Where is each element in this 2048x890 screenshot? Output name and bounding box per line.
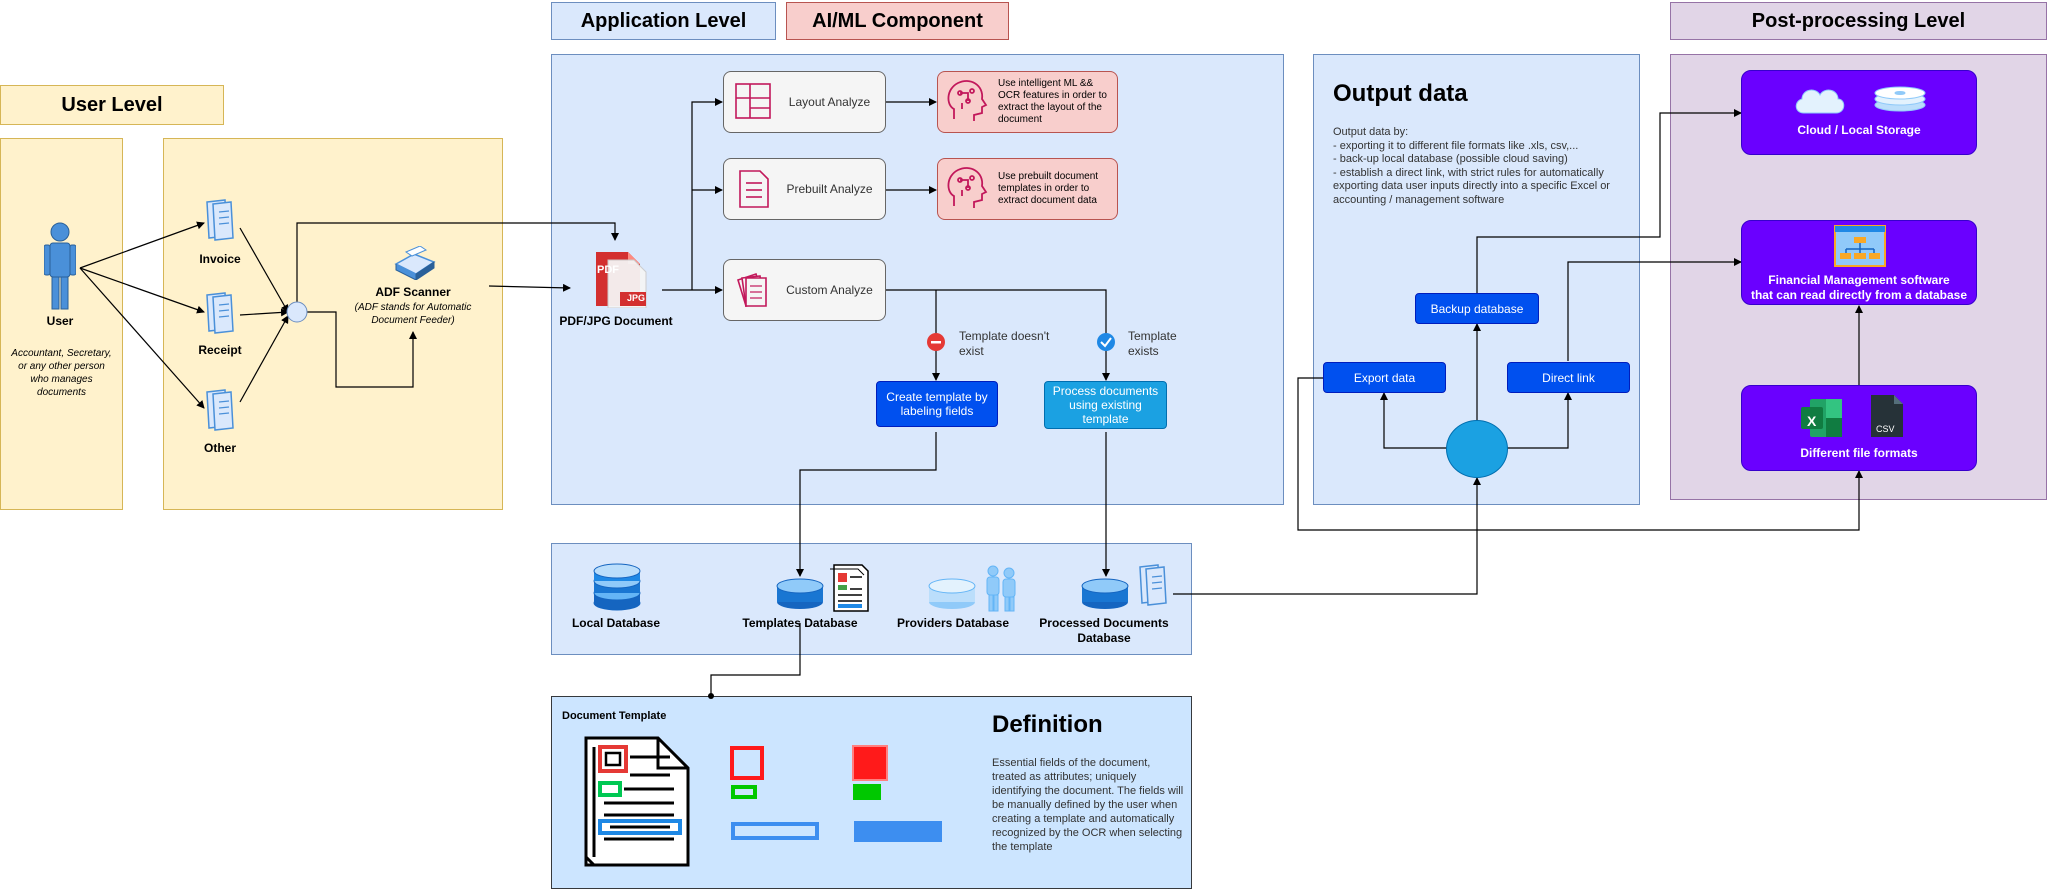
prebuilt-document-icon <box>739 170 769 208</box>
layout-analyze-box: Layout Analyze <box>723 71 886 133</box>
financial-dashboard-icon <box>1834 225 1886 267</box>
header-application-level: Application Level <box>551 2 776 40</box>
templates-database-icon <box>775 574 825 610</box>
user-description: Accountant, Secretary, or any other pers… <box>11 348 112 398</box>
cloud-storage-label: Cloud / Local Storage <box>1797 123 1921 137</box>
definition-title: Definition <box>992 711 1103 738</box>
header-ai-ml-component: AI/ML Component <box>786 2 1009 40</box>
pdf-badge: PDF <box>597 264 619 276</box>
templates-database-label: Templates Database <box>742 616 858 630</box>
receipt-icon <box>203 291 237 335</box>
ai-prebuilt-box: Use prebuilt document templates in order… <box>937 158 1118 220</box>
csv-file-icon <box>1871 395 1903 437</box>
local-database-icon <box>592 563 642 611</box>
document-template-illustration <box>584 736 690 867</box>
providers-people-icon <box>981 563 1021 613</box>
prebuilt-analyze-box: Prebuilt Analyze <box>723 158 886 220</box>
field-filled-red <box>852 745 888 781</box>
csv-label: CSV <box>1876 424 1895 434</box>
invoice-label: Invoice <box>199 252 241 266</box>
ai-prebuilt-text: Use prebuilt document templates in order… <box>998 171 1099 206</box>
custom-analyze-label: Custom Analyze <box>786 283 873 297</box>
custom-documents-icon <box>737 272 767 308</box>
field-outline-green <box>731 785 757 799</box>
providers-database-label: Providers Database <box>896 616 1010 630</box>
jpg-badge: JPG <box>627 293 646 303</box>
template-exists-label: Template exists <box>1128 329 1177 358</box>
file-formats-box: X CSV Different file formats <box>1741 385 1977 471</box>
file-formats-label: Different file formats <box>1800 446 1918 460</box>
processed-database-icon <box>1080 574 1130 610</box>
process-documents-button[interactable]: Process documents using existing templat… <box>1044 381 1167 429</box>
header-post-processing-level: Post-processing Level <box>1670 2 2047 40</box>
template-exists-icon <box>1096 332 1116 352</box>
financial-software-sublabel: that can read directly from a database <box>1750 288 1968 302</box>
receipt-label: Receipt <box>198 343 242 357</box>
financial-software-label: Financial Management software <box>1768 273 1950 287</box>
output-title: Output data <box>1333 80 1468 107</box>
pdf-jpg-file-icon <box>594 250 650 309</box>
excel-file-icon <box>1801 399 1842 437</box>
field-outline-red <box>730 746 764 780</box>
user-figure-icon <box>43 220 77 310</box>
prebuilt-analyze-label: Prebuilt Analyze <box>786 182 873 196</box>
output-description: Output data by: - exporting it to differ… <box>1333 126 1610 206</box>
local-database-label: Local Database <box>571 616 661 630</box>
excel-letter: X <box>1807 413 1817 429</box>
custom-analyze-box: Custom Analyze <box>723 259 886 321</box>
user-label: User <box>46 314 74 328</box>
ai-layout-text: Use intelligent ML && OCR features in or… <box>998 78 1107 125</box>
field-filled-blue <box>854 821 942 842</box>
template-not-exist-icon <box>926 332 946 352</box>
field-outline-blue <box>731 822 819 840</box>
ai-layout-box: Use intelligent ML && OCR features in or… <box>937 71 1118 133</box>
direct-link-button[interactable]: Direct link <box>1507 362 1630 393</box>
field-filled-green <box>853 784 881 800</box>
pdf-jpg-label: PDF/JPG Document <box>559 314 673 328</box>
other-document-icon <box>203 388 237 432</box>
other-label: Other <box>203 441 236 455</box>
output-hub-node <box>1446 420 1508 478</box>
backup-database-button[interactable]: Backup database <box>1415 293 1539 324</box>
ai-head-icon <box>947 167 988 208</box>
scanner-label: ADF Scanner <box>375 285 451 299</box>
cloud-icon <box>1795 89 1845 114</box>
layout-grid-icon <box>735 83 771 119</box>
providers-database-icon <box>927 574 977 610</box>
template-not-exist-label: Template doesn't exist <box>959 329 1050 358</box>
processed-database-label: Processed Documents Database <box>1039 616 1169 645</box>
user-panel <box>0 138 123 510</box>
cloud-storage-box: Cloud / Local Storage <box>1741 70 1977 155</box>
layout-analyze-label: Layout Analyze <box>788 95 871 109</box>
document-template-label: Document Template <box>562 710 667 722</box>
scanner-description: (ADF stands for Automatic Document Feede… <box>354 302 472 326</box>
invoice-icon <box>203 198 237 242</box>
scanner-icon <box>390 245 438 281</box>
create-template-button[interactable]: Create template by labeling fields <box>876 381 998 427</box>
definition-text: Essential fields of the document, treate… <box>992 757 1184 853</box>
export-data-button[interactable]: Export data <box>1323 362 1446 393</box>
financial-software-box: Financial Management software that can r… <box>1741 220 1977 305</box>
disk-storage-icon <box>1874 86 1926 112</box>
template-document-icon <box>828 563 870 613</box>
ai-head-icon <box>947 80 988 121</box>
processed-documents-icon <box>1136 563 1170 607</box>
header-user-level: User Level <box>0 85 224 125</box>
application-panel <box>551 54 1284 505</box>
